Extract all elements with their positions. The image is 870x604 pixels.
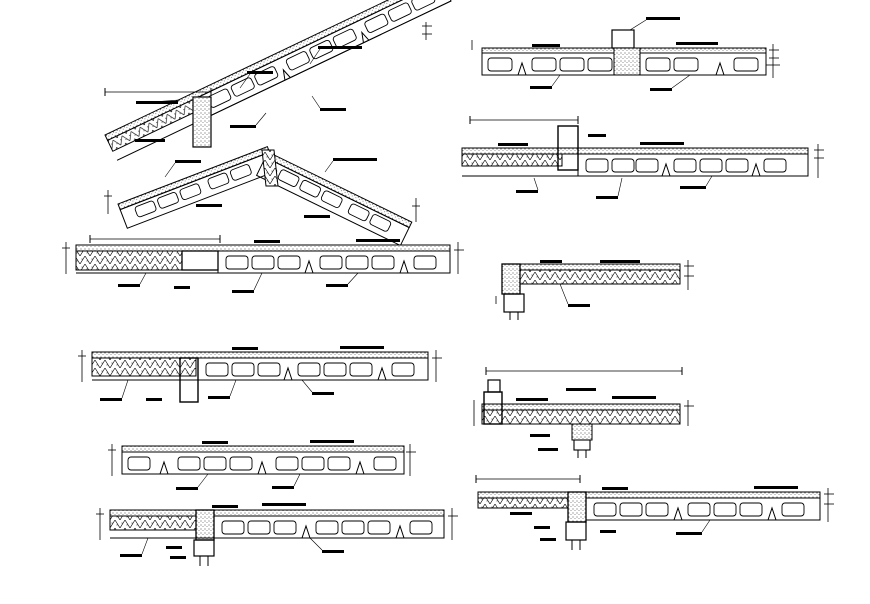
detail-flat-slab-drop-beam (461, 116, 824, 199)
detail-pitched-roof-ridge (104, 146, 420, 247)
detail-flat-slab-upstand-beam (471, 17, 780, 91)
detail-slab-continuous (108, 440, 416, 490)
detail-slab-beam-hanger (473, 367, 694, 458)
detail-flat-slab-solid-to-block (62, 235, 464, 293)
detail-slab-drop-beam-center (78, 346, 442, 403)
detail-slab-cantilever-beam (475, 475, 834, 550)
detail-slab-corner-column (495, 260, 694, 320)
detail-slab-column-support (96, 503, 458, 566)
detail-pitched-roof-eave (104, 0, 452, 161)
